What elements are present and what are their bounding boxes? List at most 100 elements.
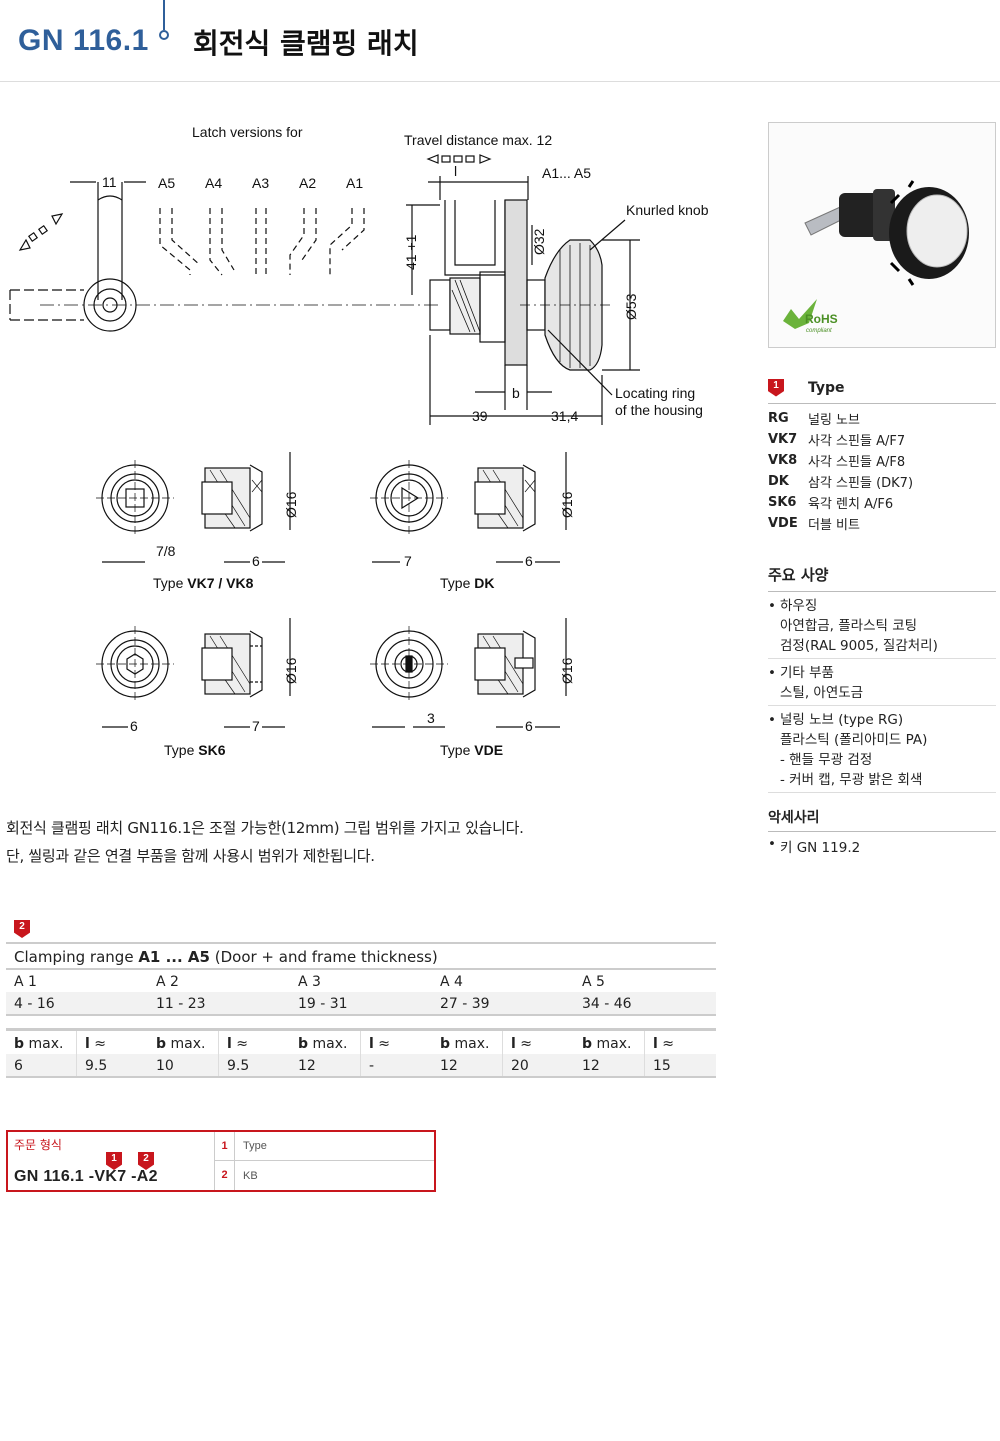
type-vk-view: [96, 460, 263, 536]
dim-11: 11: [102, 174, 117, 190]
page-title: 회전식 클램핑 래치: [193, 27, 419, 60]
dim-16-vk: Ø16: [283, 491, 299, 518]
technical-drawing: Latch versions for Travel distance max. …: [0, 100, 745, 780]
description-line-2: 단, 씰링과 같은 연결 부품을 함께 사용시 범위가 제한됩니다.: [6, 847, 375, 865]
type-row: VDE 더블 비트: [768, 513, 996, 534]
dim-6-dk: 6: [525, 553, 533, 569]
table-bl-header-row: b max. l ≈ b max. l ≈ b max. l ≈ b max. …: [6, 1028, 716, 1054]
dim-6-vde: 6: [525, 718, 533, 734]
label-a5: A5: [158, 175, 175, 191]
type-section-label: Type: [808, 379, 845, 396]
table-range-row: 4 - 16 11 - 23 19 - 31 27 - 39 34 - 46: [6, 992, 716, 1016]
product-photo: RoHS compliant: [768, 122, 996, 348]
dim-3-vde: 3: [427, 710, 435, 726]
dim-7-sk6: 7: [252, 718, 260, 734]
header-divider-line: [163, 0, 165, 30]
product-code: GN 116.1: [18, 24, 149, 57]
label-locating-ring-2: of the housing: [615, 402, 703, 418]
label-latch-versions: Latch versions for: [192, 124, 303, 140]
spec-item-housing: •하우징 아연합금, 플라스틱 코팅 검정(RAL 9005, 질감처리): [768, 592, 996, 659]
rohs-text: RoHS: [805, 312, 838, 326]
table-caption: Clamping range A1 ... A5 (Door + and fra…: [6, 942, 716, 968]
type-sk6-view: [96, 626, 263, 702]
type-value: 널링 노브: [808, 413, 860, 428]
type-row: SK6 육각 렌치 A/F6: [768, 492, 996, 513]
rohs-sub-text: compliant: [806, 328, 832, 334]
lever-side-view: [9, 182, 137, 332]
spec-title: 주요 사양: [768, 564, 996, 592]
label-travel-distance: Travel distance max. 12: [404, 132, 552, 148]
rotation-arrows-icon: [18, 213, 64, 251]
type-sk6-caption: Type SK6: [164, 742, 226, 758]
type-key: DK: [768, 474, 789, 489]
table-a-header-row: A 1 A 2 A 3 A 4 A 5: [6, 968, 716, 992]
type-key: RG: [768, 411, 789, 426]
label-a1: A1: [346, 175, 363, 191]
dim-b: b: [512, 385, 520, 401]
type-vde-caption: Type VDE: [440, 742, 503, 758]
type-dk-view: [370, 460, 536, 536]
dim-53: Ø53: [623, 293, 639, 320]
dim-6-vk: 6: [252, 553, 260, 569]
rohs-logo: RoHS compliant: [783, 299, 838, 334]
type-dk-caption: Type DK: [440, 575, 494, 591]
label-a3: A3: [252, 175, 269, 191]
spec-item-other-parts: •기타 부품 스틸, 아연도금: [768, 659, 996, 706]
type-row: RG 널링 노브: [768, 408, 996, 429]
dim-6-sk6-left: 6: [130, 718, 138, 734]
type-row: DK 삼각 스핀들 (DK7): [768, 471, 996, 492]
table-badge: 2: [14, 920, 30, 938]
type-value: 삼각 스핀들 (DK7): [808, 476, 914, 491]
label-l: l: [454, 163, 457, 179]
label-knurled-knob: Knurled knob: [626, 202, 709, 218]
accessories-title: 악세사리: [768, 807, 996, 832]
dim-7-dk: 7: [404, 553, 412, 569]
type-value: 사각 스핀들 A/F8: [808, 455, 906, 470]
type-vk-caption: Type VK7 / VK8: [153, 575, 254, 591]
order-code: GN 116.1 -VK7 -A2: [14, 1168, 158, 1185]
dim-32: Ø32: [531, 228, 547, 255]
order-example: 주문 형식 1 2 GN 116.1 -VK7 -A2: [8, 1132, 212, 1190]
type-key: SK6: [768, 495, 797, 510]
dim-39: 39: [472, 408, 488, 424]
dim-16-sk6: Ø16: [283, 657, 299, 684]
type-row: VK7 사각 스핀들 A/F7: [768, 429, 996, 450]
travel-arrows-icon: [426, 154, 492, 164]
product-image: [804, 180, 969, 286]
order-title: 주문 형식: [14, 1138, 62, 1152]
type-key: VDE: [768, 516, 798, 531]
type-value: 더블 비트: [808, 518, 860, 533]
spec-item-knob: •널링 노브 (type RG) 플라스틱 (폴리아미드 PA) - 핸들 무광…: [768, 706, 996, 793]
table-badge-wrap: 2: [14, 914, 30, 938]
description: 회전식 클램핑 래치 GN116.1은 조절 가능한(12mm) 그립 범위를 …: [6, 814, 524, 870]
type-value: 육각 렌치 A/F6: [808, 497, 894, 512]
label-a1-a5: A1... A5: [542, 165, 591, 181]
page-header: GN 116.1 회전식 클램핑 래치: [0, 0, 1000, 82]
header-divider-dot: [159, 30, 169, 40]
label-a4: A4: [205, 175, 222, 191]
dim-16-dk: Ø16: [559, 491, 575, 518]
latch-body-section: [429, 199, 610, 371]
accessory-item: •키 GN 119.2: [768, 836, 861, 856]
dim-41: 41 +1: [403, 234, 419, 270]
label-locating-ring-1: Locating ring: [615, 385, 695, 401]
description-line-1: 회전식 클램핑 래치 GN116.1은 조절 가능한(12mm) 그립 범위를 …: [6, 819, 524, 837]
type-vde-view: [370, 626, 536, 702]
dim-31-4: 31,4: [551, 408, 578, 424]
type-badge: 1: [768, 378, 784, 397]
order-badge-2: 2: [138, 1152, 154, 1170]
clamping-range-table: Clamping range A1 ... A5 (Door + and fra…: [6, 942, 716, 1078]
latch-variants: [159, 208, 365, 276]
type-value: 사각 스핀들 A/F7: [808, 434, 906, 449]
order-badge-1: 1: [106, 1152, 122, 1170]
dim-16-vde: Ø16: [559, 657, 575, 684]
type-key: VK7: [768, 432, 798, 447]
